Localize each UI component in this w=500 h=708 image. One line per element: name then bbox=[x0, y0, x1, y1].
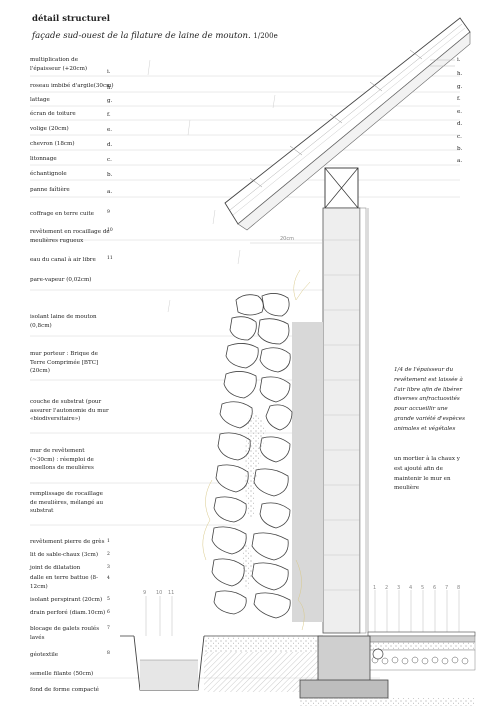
drawing-title: détail structurel bbox=[32, 14, 110, 24]
right-tag-a: a. bbox=[457, 158, 463, 164]
tag-9: 9 bbox=[107, 210, 110, 215]
millstone-cladding bbox=[211, 293, 293, 619]
label-chevron: chevron (18cm) bbox=[30, 141, 75, 147]
label-roseau: roseau imbibé d'argile(30cm) bbox=[30, 83, 114, 89]
canal-section bbox=[133, 596, 205, 691]
tag-a: a. bbox=[107, 189, 113, 195]
dim-floor-2: 2 bbox=[385, 585, 389, 591]
label-eau-canal: eau du canal à air libre bbox=[30, 257, 96, 263]
label-mur-revetement: mur de revêtement (~30cm) : réemploi de … bbox=[30, 448, 94, 472]
tag-e: e. bbox=[107, 127, 113, 133]
dim-floor-6: 6 bbox=[433, 585, 437, 591]
label-pare-vapeur: pare-vapeur (0,02cm) bbox=[30, 277, 92, 283]
dim-canal-11: 11 bbox=[168, 590, 175, 596]
label-isolant: isolant laine de mouton (0,8cm) bbox=[30, 314, 97, 329]
tag-11: 11 bbox=[107, 256, 113, 261]
label-ecran: écran de toiture bbox=[30, 111, 76, 117]
right-tag-h: h. bbox=[457, 71, 463, 77]
label-dalle: dalle en terre battue (8- 12cm) bbox=[30, 575, 99, 590]
vegetation bbox=[202, 269, 311, 631]
label-mur-porteur: mur porteur : Brique de Terre Comprimée … bbox=[30, 351, 99, 375]
note-air-gap: 1/4 de l'épaisseur du revêtement est lai… bbox=[394, 367, 465, 432]
btc-wall bbox=[292, 207, 369, 634]
right-tag-g: g. bbox=[457, 84, 463, 90]
tag-7: 7 bbox=[107, 626, 110, 631]
gravel-fill bbox=[241, 412, 266, 590]
drawing-subtitle: façade sud-ouest de la filature de laine… bbox=[32, 31, 278, 41]
subtitle-text: façade sud-ouest de la filature de laine… bbox=[32, 31, 251, 41]
dim-floor-1: 1 bbox=[373, 585, 377, 591]
label-echantignole: échantignole bbox=[30, 171, 67, 177]
tag-g: g. bbox=[107, 98, 113, 104]
dim-canal-9: 9 bbox=[143, 590, 147, 596]
dim-canal-10: 10 bbox=[156, 590, 163, 596]
dim-floor-4: 4 bbox=[409, 585, 413, 591]
dim-floor-3: 3 bbox=[397, 585, 401, 591]
label-sable-chaux: lit de sable-chaux (3cm) bbox=[30, 552, 99, 558]
right-tag-i: i. bbox=[457, 57, 461, 63]
label-rocaillage: revêtement en rocaillage de meulières ru… bbox=[30, 229, 110, 244]
tag-6: 6 bbox=[107, 610, 110, 615]
right-tag-b: b. bbox=[457, 146, 463, 152]
label-multiplication: multiplication de l'épaisseur (+20cm) bbox=[30, 57, 88, 72]
label-coffrage: coffrage en terre cuite bbox=[30, 211, 94, 217]
tag-1: 1 bbox=[107, 539, 110, 544]
label-revetement-gres: revêtement pierre de grès bbox=[30, 539, 105, 545]
label-drain: drain perforé (diam.10cm) bbox=[30, 610, 106, 616]
label-panne: panne faîtière bbox=[30, 187, 70, 193]
label-litonnage: litonnage bbox=[30, 156, 57, 162]
tag-d: d. bbox=[107, 142, 113, 148]
tag-h: h. bbox=[107, 85, 113, 91]
label-remplissage: remplissage de rocaillage de meulières, … bbox=[30, 491, 104, 515]
label-fond-forme: fond de forme compacté bbox=[30, 687, 99, 693]
roof-section bbox=[224, 17, 471, 231]
tag-4: 4 bbox=[107, 576, 110, 581]
label-isolant-perspirant: isolant perspirant (20cm) bbox=[30, 597, 103, 603]
floor-section bbox=[299, 590, 476, 706]
right-tag-e: e. bbox=[457, 109, 463, 115]
right-tag-f: f. bbox=[457, 96, 461, 102]
tag-f: f. bbox=[107, 112, 111, 118]
label-joint: joint de dilatation bbox=[30, 565, 81, 571]
label-volige: volige (20cm) bbox=[30, 126, 69, 132]
label-lattage: lattage bbox=[30, 97, 50, 103]
label-blocage: blocage de galets roulés lavés bbox=[30, 626, 100, 641]
dim-floor-5: 5 bbox=[421, 585, 425, 591]
right-tag-d: d. bbox=[457, 121, 463, 127]
tag-10: 10 bbox=[107, 228, 113, 233]
tag-2: 2 bbox=[107, 552, 110, 557]
rain-strokes bbox=[147, 59, 276, 313]
ground-profile bbox=[120, 635, 323, 692]
dim-floor-8: 8 bbox=[457, 585, 461, 591]
tag-c: c. bbox=[107, 157, 112, 163]
leader-lines bbox=[30, 75, 460, 679]
dim-wall-20cm: 20cm bbox=[280, 236, 294, 242]
label-semelle: semelle filante (50cm) bbox=[30, 671, 94, 677]
tag-3: 3 bbox=[107, 565, 110, 570]
tag-i: i. bbox=[107, 69, 111, 75]
scale-label: 1/200e bbox=[253, 32, 278, 40]
tag-b: b. bbox=[107, 172, 113, 178]
label-geotextile: géotextile bbox=[30, 652, 59, 658]
right-tag-c: c. bbox=[457, 134, 462, 140]
label-substrat: couche de substrat (pour assurer l'auton… bbox=[30, 399, 109, 423]
tag-5: 5 bbox=[107, 597, 110, 602]
dim-floor-7: 7 bbox=[445, 585, 449, 591]
tag-8: 8 bbox=[107, 651, 110, 656]
note-mortar: un mortier à la chaux y est ajouté afin … bbox=[394, 456, 460, 492]
